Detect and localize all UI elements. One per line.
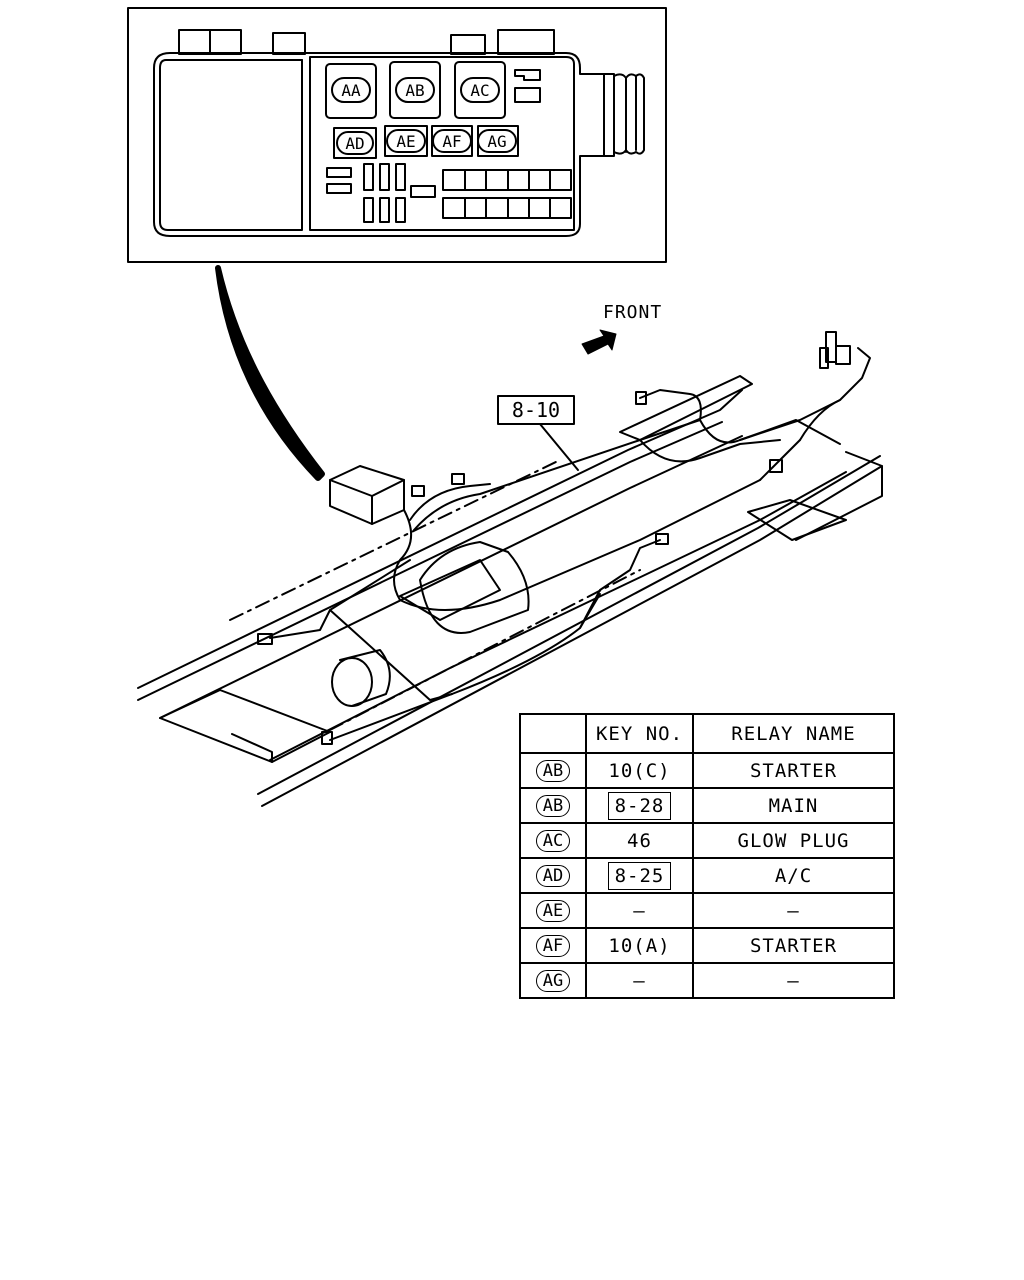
- key-no: 8-28: [607, 791, 672, 820]
- relay-label-aa: AA: [341, 81, 361, 100]
- table-row: AB 10(C) STARTER: [519, 752, 895, 789]
- key-no: —: [633, 899, 646, 922]
- relay-name: —: [787, 899, 800, 922]
- table-header-id: [519, 713, 587, 754]
- table-header-key: KEY NO.: [585, 713, 694, 754]
- table-row: AB 8-28 MAIN: [519, 787, 895, 824]
- relay-label-ae: AE: [396, 132, 415, 151]
- relay-label-ag: AG: [487, 132, 506, 151]
- table-row: AE — —: [519, 892, 895, 929]
- relay-label-ad: AD: [345, 134, 364, 153]
- relay-id: AB: [535, 795, 571, 817]
- table-row: AD 8-25 A/C: [519, 857, 895, 894]
- key-no: 10(C): [608, 759, 671, 782]
- relay-box-inset: [127, 7, 667, 263]
- relay-name: —: [787, 969, 800, 992]
- key-no: 46: [627, 829, 652, 852]
- key-no: —: [633, 969, 646, 992]
- relay-id: AD: [535, 865, 571, 887]
- relay-labels: AA AB AC AD AE AF AG: [341, 81, 506, 153]
- relay-name: STARTER: [749, 934, 838, 957]
- relay-name: STARTER: [749, 759, 838, 782]
- table-row: AG — —: [519, 962, 895, 999]
- table-header-row: KEY NO. RELAY NAME: [519, 713, 895, 754]
- table-header-name: RELAY NAME: [692, 713, 895, 754]
- relay-label-ab: AB: [405, 81, 424, 100]
- relay-id: AE: [535, 900, 571, 922]
- front-label: FRONT: [603, 302, 662, 323]
- wiring-harness: [257, 331, 871, 745]
- relay-label-ac: AC: [470, 81, 489, 100]
- chassis-frame: [137, 375, 883, 807]
- relay-name: MAIN: [768, 794, 819, 817]
- relay-ovals: [331, 77, 517, 155]
- relay-name: A/C: [774, 864, 813, 887]
- relay-id: AC: [535, 830, 571, 852]
- relay-id: AF: [535, 935, 571, 957]
- relay-label-af: AF: [442, 132, 461, 151]
- table-row: AC 46 GLOW PLUG: [519, 822, 895, 859]
- relay-key-table: KEY NO. RELAY NAME AB 10(C) STARTER AB 8…: [519, 713, 895, 999]
- relay-id: AG: [535, 970, 571, 992]
- relay-id: AB: [535, 760, 571, 782]
- relay-name: GLOW PLUG: [737, 829, 850, 852]
- harness-ref-label: 8-10: [512, 398, 560, 422]
- table-row: AF 10(A) STARTER: [519, 927, 895, 964]
- key-no: 8-25: [607, 861, 672, 890]
- key-no: 10(A): [608, 934, 671, 957]
